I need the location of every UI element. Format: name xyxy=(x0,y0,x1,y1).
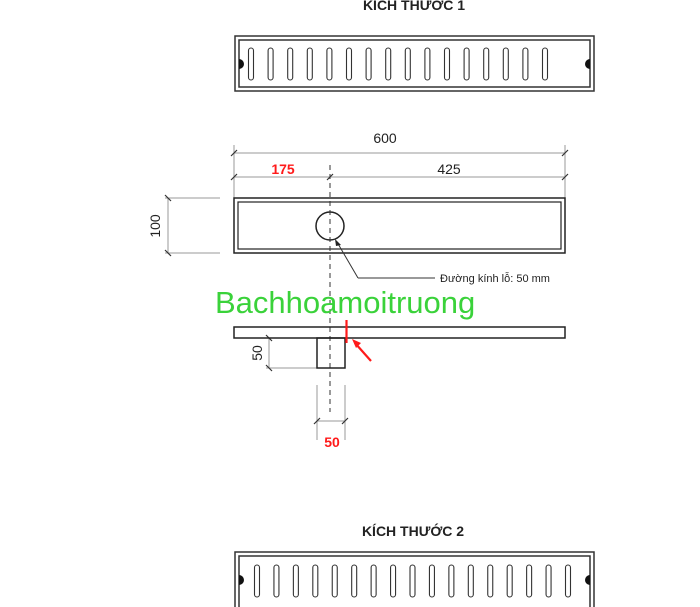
grate-slot xyxy=(287,47,294,81)
grate-top-view-1 xyxy=(234,35,595,92)
hole-leader xyxy=(335,239,435,279)
grate-slot xyxy=(545,564,552,598)
dim-pipe-height: 50 xyxy=(249,345,265,361)
grate-slot xyxy=(424,47,431,81)
grate-slot xyxy=(273,564,280,598)
grate-slot xyxy=(409,564,416,598)
grate-slot xyxy=(351,564,358,598)
dimension-lines xyxy=(165,145,566,440)
grate-slot xyxy=(331,564,338,598)
watermark: Bachhoamoitruong xyxy=(215,285,475,320)
grate-slot xyxy=(487,564,494,598)
grate-slot xyxy=(428,564,435,598)
dim-425: 425 xyxy=(437,161,461,177)
grate-slot xyxy=(541,47,549,81)
grate-slot xyxy=(467,564,474,598)
drain-hole xyxy=(315,211,345,241)
grate-slot xyxy=(306,47,313,81)
grate-slot xyxy=(564,564,572,598)
grate-slot xyxy=(247,47,255,81)
grate-slot xyxy=(526,564,533,598)
grate-slot xyxy=(390,564,397,598)
grate-slot xyxy=(292,564,299,598)
grate-slot xyxy=(404,47,411,81)
grate-slot xyxy=(267,47,274,81)
drain-side-view xyxy=(233,320,566,369)
dim-600: 600 xyxy=(373,130,397,146)
grate-slot xyxy=(326,47,333,81)
dim-pipe-width: 50 xyxy=(324,434,340,450)
title-size-1: KÍCH THƯỚC 1 xyxy=(363,0,465,13)
hole-diameter-label: Đường kính lỗ: 50 mm xyxy=(440,272,550,285)
grate-slot xyxy=(365,47,372,81)
grate-slot xyxy=(385,47,392,81)
grate-slot xyxy=(253,564,261,598)
title-size-2: KÍCH THƯỚC 2 xyxy=(362,522,464,539)
grate-slot xyxy=(522,47,529,81)
grate-slot xyxy=(370,564,377,598)
grate-slot xyxy=(506,564,513,598)
drain-top-view xyxy=(233,197,566,254)
grate-slot xyxy=(463,47,470,81)
dim-100: 100 xyxy=(147,214,163,238)
grate-slot xyxy=(443,47,451,81)
grate-slot xyxy=(345,47,353,81)
grate-slot xyxy=(448,564,455,598)
grate-slot xyxy=(483,47,490,81)
dim-175: 175 xyxy=(271,161,295,177)
grate-slot xyxy=(502,47,509,81)
grate-slot xyxy=(312,564,319,598)
grate-top-view-2 xyxy=(234,551,595,607)
